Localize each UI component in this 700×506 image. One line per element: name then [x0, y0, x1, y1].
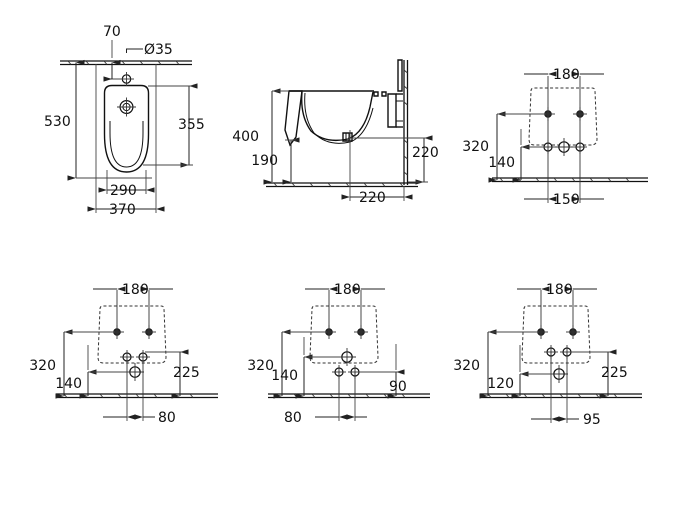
m1-body-outline: [528, 87, 598, 146]
m2-dim-225: [145, 349, 189, 399]
side-floor-line: [266, 182, 418, 188]
side-dim-220-bottom: [341, 130, 413, 201]
m3-dim-140-label: 140: [271, 368, 298, 384]
m1-dim-320: [488, 111, 546, 183]
m4-dim-320-label: 320: [453, 358, 480, 374]
m2-dim-180-label: 180: [122, 282, 149, 298]
plan-d35-leader: [126, 48, 143, 53]
mounting-view-4: 180 320 120 225 95: [453, 282, 642, 428]
m4-bolt-right: [566, 325, 580, 339]
m2-dim-140: [79, 345, 130, 399]
plan-bowl-outline: [103, 84, 150, 173]
side-dim-400-label: 400: [232, 129, 259, 145]
m4-dim-95-label: 95: [583, 412, 601, 428]
m3-dim-320-label: 320: [247, 358, 274, 374]
mounting-view-1: 180 320 140 150: [462, 67, 648, 208]
m4-dim-320: [479, 329, 539, 399]
side-dim-190: [282, 137, 300, 185]
m2-body-outline: [97, 305, 167, 364]
m4-dim-225-label: 225: [601, 365, 628, 381]
plan-dim-290-label: 290: [110, 183, 137, 199]
plan-dim-70-label: 70: [103, 24, 121, 40]
m2-dim-320-label: 320: [29, 358, 56, 374]
plan-dim-530-label: 530: [44, 114, 71, 130]
side-dim-190-label: 190: [251, 153, 278, 169]
mounting-view-3: 180 320 140 90 80: [247, 282, 430, 426]
plan-dim-290: [98, 170, 155, 194]
m4-dim-120: [511, 345, 554, 399]
m1-dim-150: [524, 182, 604, 203]
m2-hole-center: [126, 363, 144, 381]
side-dim-400: [263, 88, 289, 185]
side-dim-220-bottom-label: 220: [359, 190, 386, 206]
m2-dim-320: [55, 329, 115, 399]
m2-dim-80-label: 80: [158, 410, 176, 426]
m1-floor-line: [492, 177, 648, 183]
m3-dim-180-label: 180: [334, 282, 361, 298]
m1-dim-320-label: 320: [462, 139, 489, 155]
plan-dim-370: [87, 64, 165, 213]
m1-dim-140-label: 140: [488, 155, 515, 171]
side-body-profile: [284, 59, 403, 147]
m4-dim-120-label: 120: [487, 376, 514, 392]
m1-hole-center: [555, 138, 573, 156]
plan-dim-355-label: 355: [178, 117, 205, 133]
mounting-view-2: 180 320 140 225 80: [29, 282, 218, 426]
m3-dim-140: [295, 337, 342, 399]
m1-dim-180-label: 180: [553, 67, 580, 83]
plan-dim-355: [143, 83, 198, 168]
m3-dim-320: [273, 329, 327, 399]
plan-dim-370-label: 370: [109, 202, 136, 218]
m2-dim-140-label: 140: [55, 376, 82, 392]
m3-dim-80-label: 80: [284, 410, 302, 426]
m4-body-outline: [521, 305, 591, 364]
side-dim-220-right: [348, 135, 433, 185]
side-view: 400 190 220 220: [232, 59, 439, 206]
plan-dim-530: [67, 59, 152, 181]
m3-dim-80: [315, 398, 367, 421]
m2-dim-80: [103, 398, 155, 421]
m3-dim-90: [357, 344, 405, 399]
m4-dim-180-label: 180: [546, 282, 573, 298]
plan-d35-label: Ø35: [144, 42, 173, 58]
m3-dim-90-label: 90: [389, 379, 407, 395]
plan-view: Ø35 70 530 355 290: [44, 24, 205, 218]
side-dim-220-right-label: 220: [412, 145, 439, 161]
m2-dim-225-label: 225: [173, 365, 200, 381]
plan-dim-70: [103, 59, 126, 82]
m4-dim-225: [569, 349, 617, 399]
side-wall-line: [403, 60, 409, 185]
plan-wall-line: [60, 60, 192, 66]
m1-dim-150-label: 150: [553, 192, 580, 208]
m2-floor-line: [56, 393, 218, 399]
m1-dim-140: [512, 129, 546, 183]
plan-outlet-hole: [119, 72, 134, 86]
m4-dim-95: [531, 398, 579, 423]
m4-floor-line: [480, 393, 642, 399]
plan-tap-hole: [117, 97, 136, 117]
